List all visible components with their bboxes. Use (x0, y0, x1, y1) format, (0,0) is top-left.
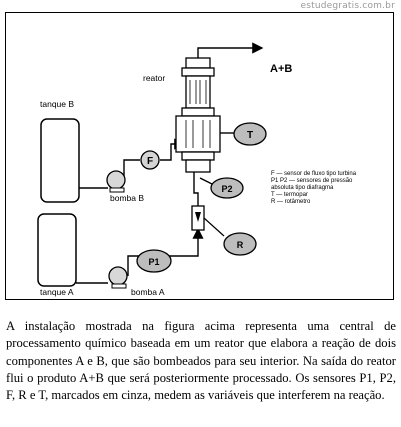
tank-a (37, 213, 77, 287)
reactor (175, 57, 221, 173)
sensor-r: R (223, 232, 257, 256)
site-watermark: estudegratis.com.br (300, 1, 395, 11)
label-tanque-b: tanque B (40, 99, 74, 109)
label-bomba-b: bomba B (110, 193, 144, 203)
label-product: A+B (270, 63, 292, 75)
pump-b (106, 170, 126, 193)
label-reator: reator (143, 73, 165, 83)
diagram-frame (5, 12, 394, 300)
process-diagram: F T P2 P1 R reator A+B tanque B tanque A… (37, 42, 357, 297)
legend-item: R — rotâmetro (271, 199, 311, 205)
sensor-r-label: R (237, 240, 244, 250)
label-bomba-a: bomba A (131, 287, 165, 297)
sensor-p2: P2 (210, 177, 244, 199)
legend: F — sensor de fluxo tipo turbina P1 P2 —… (271, 171, 357, 205)
rotameter (191, 205, 225, 237)
sensor-p1-label: P1 (148, 257, 159, 267)
legend-item: T — termopar (271, 192, 308, 198)
sensor-t-label: T (247, 130, 253, 141)
label-tanque-a: tanque A (40, 287, 74, 297)
sensor-p2-label: P2 (221, 184, 232, 194)
sensor-f-label: F (147, 156, 153, 167)
pump-a (108, 266, 128, 289)
sensor-t: T (233, 122, 267, 146)
description-paragraph: A instalação mostrada na figura acima re… (6, 319, 396, 403)
sensor-p1: P1 (136, 249, 172, 273)
sensor-f: F (140, 150, 160, 170)
legend-item: F — sensor de fluxo tipo turbina (271, 171, 357, 177)
legend-item: absoluta tipo diafragma (271, 185, 334, 191)
legend-item: P1 P2 — sensores de pressão (271, 178, 353, 184)
tank-b (40, 118, 80, 203)
